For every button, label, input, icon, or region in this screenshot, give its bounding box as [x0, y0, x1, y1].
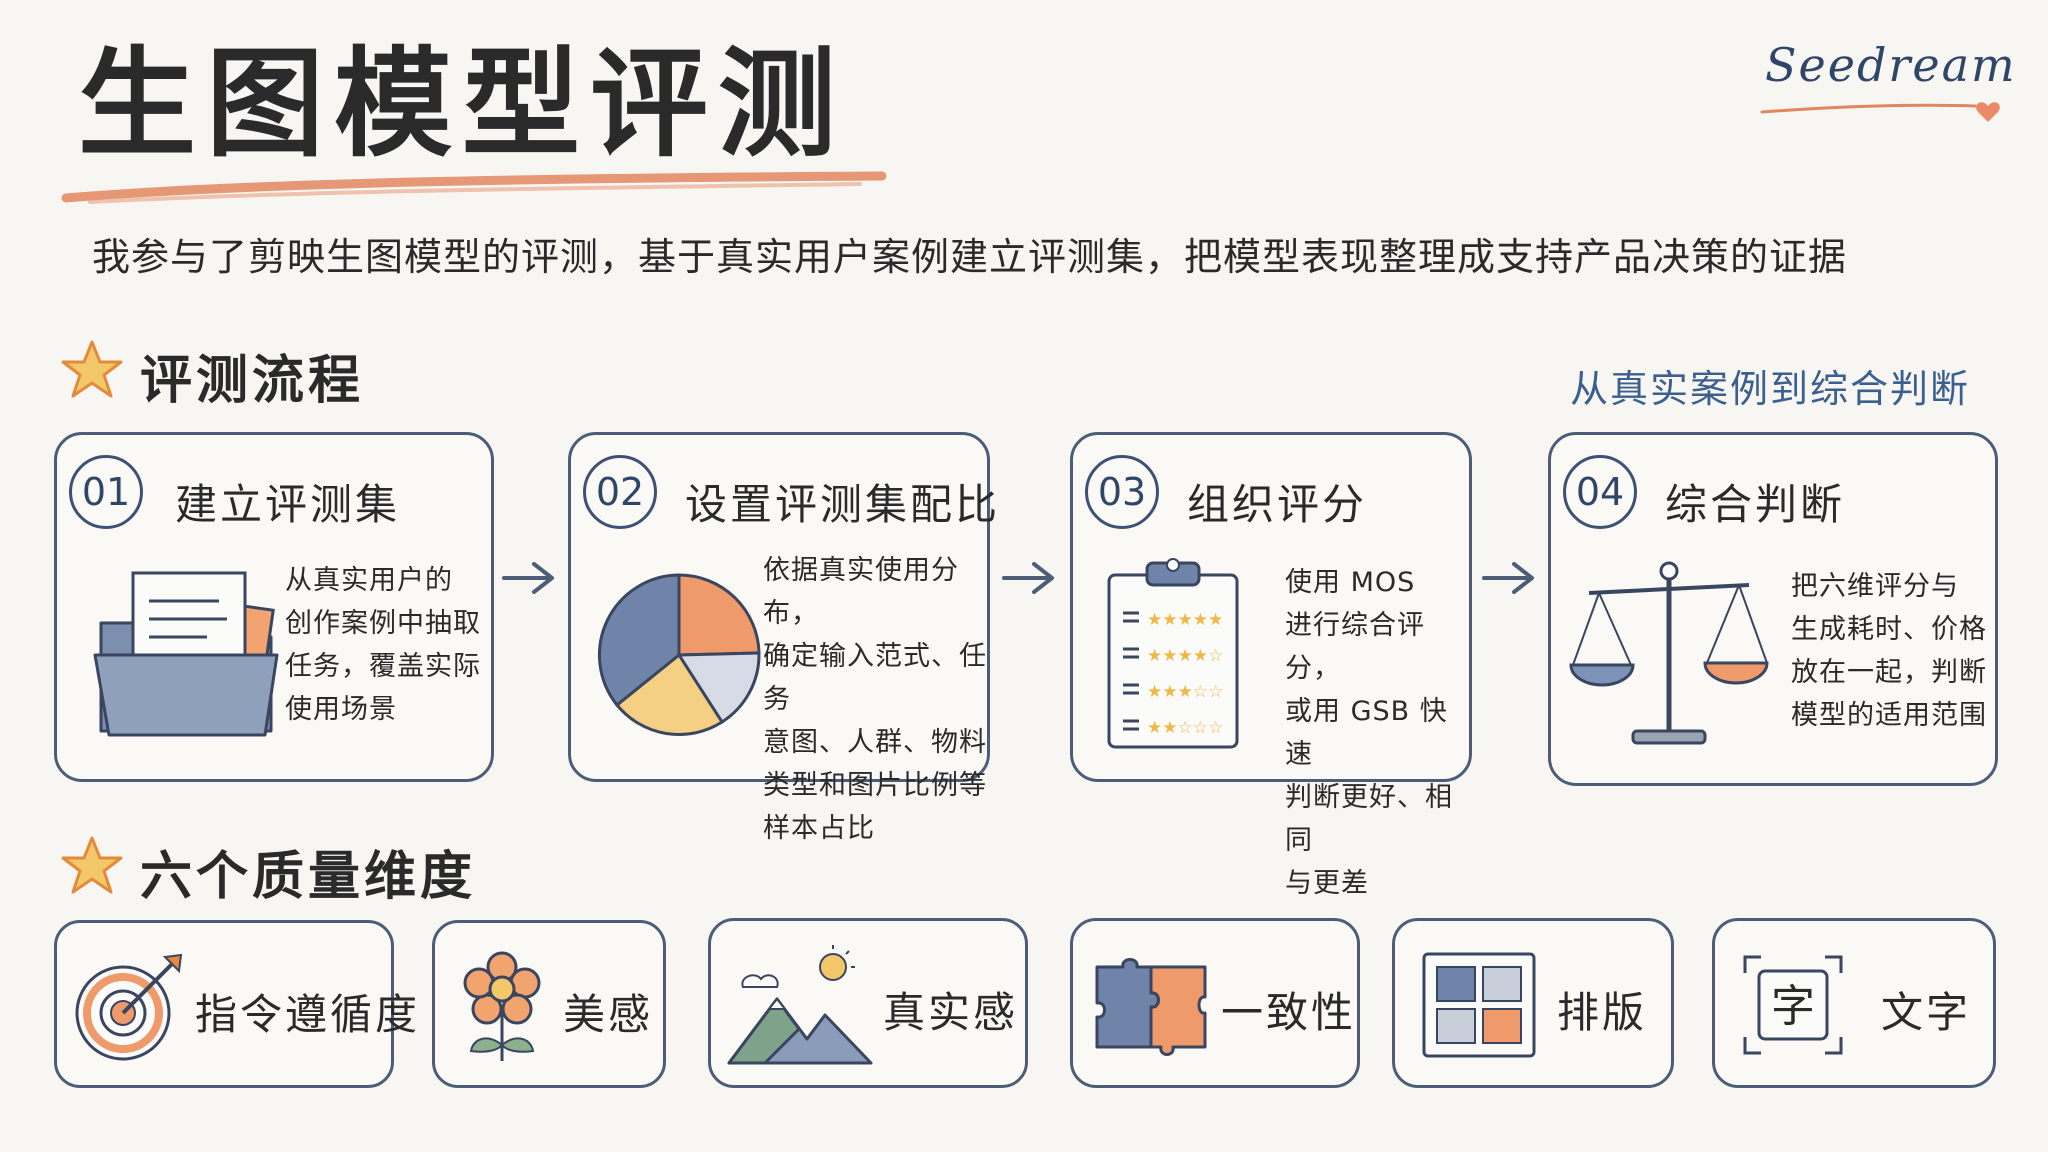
layout-grid-icon	[1422, 952, 1536, 1058]
dimension-label: 美感	[563, 990, 654, 1039]
svg-text:★★★★★: ★★★★★	[1147, 610, 1223, 630]
target-arrow-icon	[75, 953, 183, 1061]
brand-underline-heart	[1760, 102, 2000, 122]
dimension-card-realism: 真实感	[708, 918, 1028, 1088]
page-title: 生图模型评测	[78, 35, 847, 173]
step-number: 04	[1563, 455, 1637, 529]
dimension-label: 指令遵循度	[195, 990, 421, 1039]
star-icon	[61, 836, 123, 894]
folder-documents-icon	[93, 571, 279, 737]
clipboard-rating-icon: ★★★★★ ★★★★☆ ★★★☆☆ ★★☆☆☆	[1107, 558, 1239, 749]
dimensions-heading: 六个质量维度	[140, 847, 477, 907]
dimension-card-text: 字 文字	[1712, 918, 1996, 1088]
star-icon	[61, 340, 123, 398]
dimension-card-instruction: 指令遵循度	[54, 920, 417, 1088]
step-description: 从真实用户的 创作案例中抽取 任务，覆盖实际 使用场景	[285, 565, 481, 725]
step-card-3: 03 组织评分 ★★★★★ ★★★★☆ ★★★☆☆ ★★☆☆☆ 使用 MOS 进…	[1070, 432, 1472, 899]
arrow-right-icon	[1002, 562, 1054, 594]
pie-chart-icon	[598, 573, 761, 736]
step-title: 设置评测集配比	[685, 480, 1001, 529]
dimension-card-layout: 排版	[1392, 918, 1674, 1088]
step-title: 建立评测集	[175, 480, 401, 529]
step-number: 01	[69, 455, 143, 529]
step-card-1: 01 建立评测集 从真实用户的 创作案例中抽取 任务，覆盖实际 使用场景	[54, 432, 494, 782]
step-number: 03	[1085, 455, 1159, 529]
dimension-card-consistency: 一致性	[1070, 918, 1360, 1088]
mountain-landscape-icon	[727, 945, 873, 1065]
dimension-label: 真实感	[883, 988, 1019, 1037]
balance-scale-icon	[1569, 561, 1769, 745]
step-card-2: 02 设置评测集配比 依据真实使用分布， 确定输入范式、任务 意图、人群、物料 …	[568, 432, 997, 844]
dimension-card-aesthetics: 美感	[432, 920, 666, 1088]
svg-text:★★★☆☆: ★★★☆☆	[1147, 682, 1223, 702]
dimension-label: 排版	[1557, 988, 1648, 1037]
character-frame-icon: 字	[1743, 955, 1843, 1055]
step-description: 把六维评分与 生成耗时、价格 放在一起，判断 模型的适用范围	[1791, 571, 1987, 731]
flower-icon	[463, 951, 541, 1061]
step-card-4: 04 综合判断 把六维评分与 生成耗时、价格 放在一起，判断 模型的适用范围	[1548, 432, 1998, 786]
dimension-label: 文字	[1881, 988, 1972, 1037]
arrow-right-icon	[1482, 562, 1534, 594]
dimension-label: 一致性	[1221, 988, 1357, 1037]
puzzle-icon	[1095, 958, 1207, 1056]
brand-logo: Seedream	[1765, 38, 2017, 92]
step-description: 依据真实使用分布， 确定输入范式、任务 意图、人群、物料 类型和图片比例等 样本…	[763, 555, 987, 844]
step-number: 02	[583, 455, 657, 529]
step-title: 综合判断	[1665, 480, 1846, 529]
svg-text:★★★★☆: ★★★★☆	[1147, 646, 1223, 666]
process-heading: 评测流程	[140, 351, 365, 411]
title-underline	[61, 171, 887, 204]
arrow-right-icon	[502, 562, 554, 594]
character-glyph: 字	[1771, 981, 1815, 1032]
svg-text:★★☆☆☆: ★★☆☆☆	[1147, 718, 1223, 738]
step-description: 使用 MOS 进行综合评分， 或用 GSB 快速 判断更好、相同 与更差	[1285, 567, 1453, 899]
step-title: 组织评分	[1187, 480, 1368, 529]
subtitle: 我参与了剪映生图模型的评测，基于真实用户案例建立评测集，把模型表现整理成支持产品…	[92, 235, 1848, 279]
process-tagline: 从真实案例到综合判断	[1570, 367, 1971, 411]
